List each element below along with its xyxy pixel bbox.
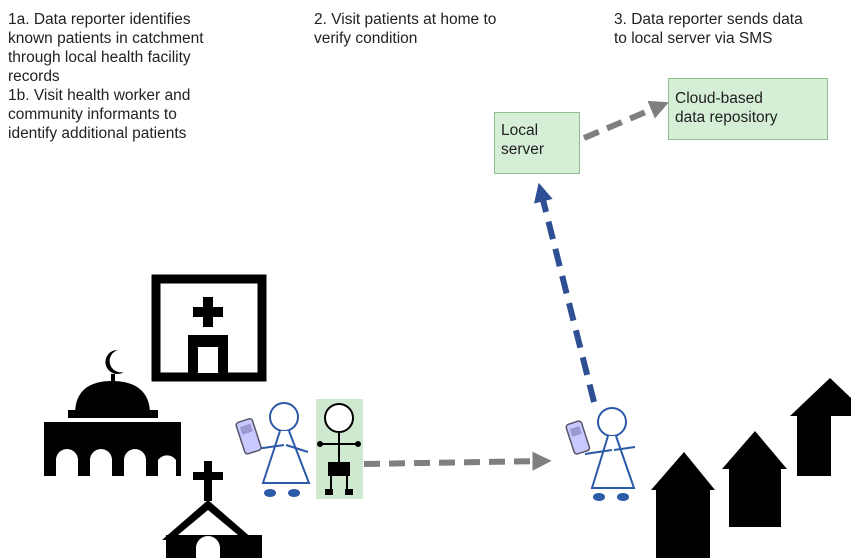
mobile-phone-icon	[565, 420, 591, 455]
mobile-phone-icon	[235, 418, 262, 455]
church-icon	[162, 461, 262, 558]
step-2-text: 2. Visit patients at home to verify cond…	[314, 11, 497, 47]
arrow-local-to-cloud	[582, 100, 669, 141]
mosque-icon	[44, 349, 181, 476]
arrow-patient-to-reporter	[363, 451, 552, 471]
data-reporter-figure	[255, 402, 311, 497]
cloud-repository-box: Cloud-based data repository	[668, 78, 828, 140]
step-3-text: 3. Data reporter sends data to local ser…	[614, 11, 803, 47]
local-server-box: Local server	[494, 112, 580, 174]
patient-figure	[316, 399, 363, 499]
house-icon	[790, 378, 851, 476]
arrow-reporter-to-server	[534, 182, 597, 403]
data-reporter-figure	[584, 407, 636, 501]
step-1-text: 1a. Data reporter identifies known patie…	[8, 11, 204, 142]
house-icon	[651, 452, 715, 558]
cloud-repository-label: Cloud-based data repository	[675, 90, 778, 126]
house-icon	[722, 431, 787, 527]
health-facility-icon	[151, 274, 267, 382]
local-server-label: Local server	[501, 122, 545, 158]
